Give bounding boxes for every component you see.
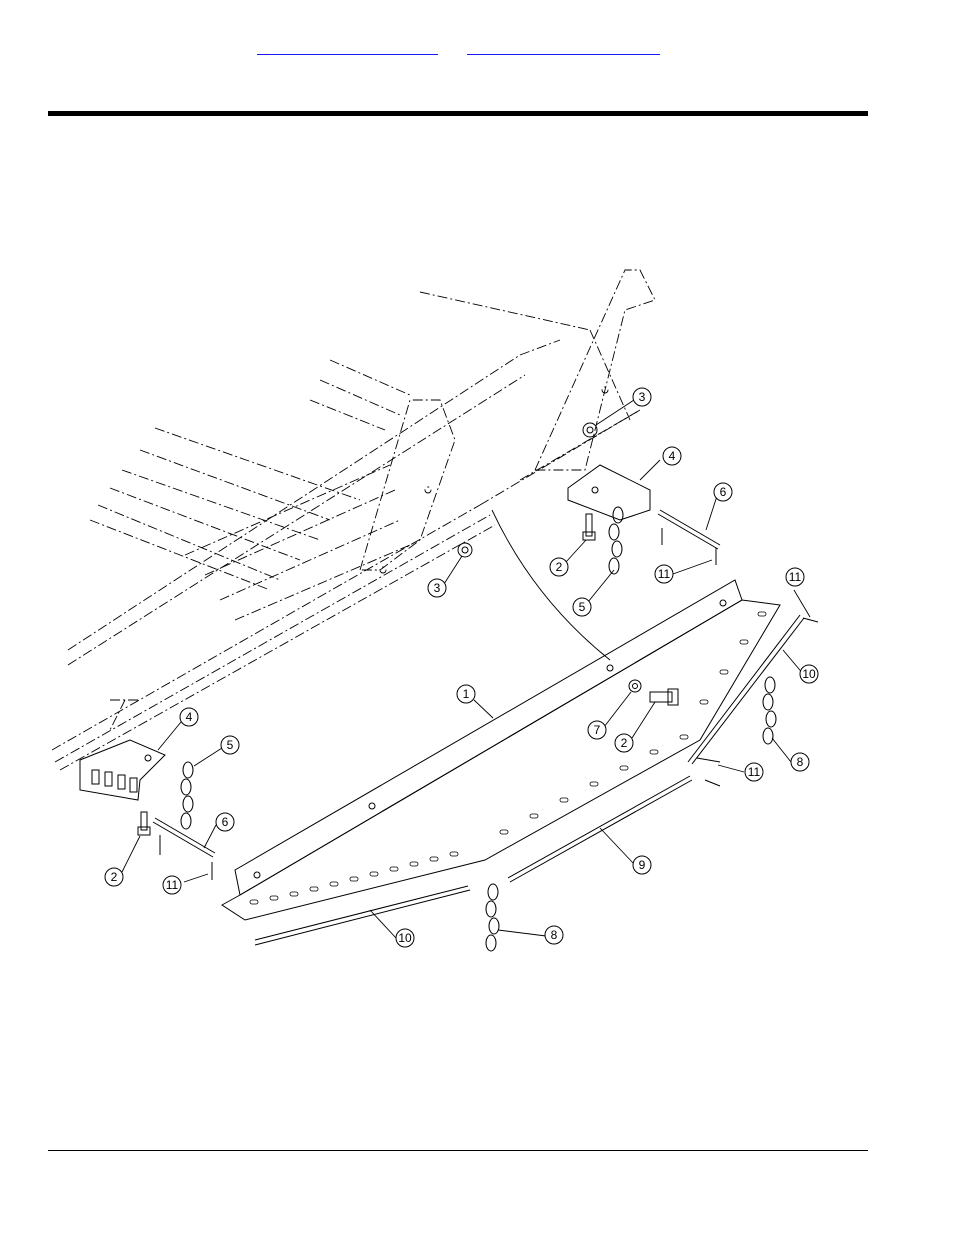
pins-11 — [160, 528, 818, 880]
chain-8-right — [763, 677, 776, 744]
callout-9: 9 — [639, 858, 646, 872]
washer-7 — [629, 680, 641, 692]
callout-8: 8 — [551, 928, 558, 942]
callout-6: 6 — [720, 485, 727, 499]
callout-4: 4 — [669, 449, 676, 463]
rod-10-upper — [688, 615, 804, 764]
callout-3: 3 — [639, 390, 646, 404]
callout-5: 5 — [227, 738, 234, 752]
upright-right — [535, 270, 655, 470]
chain-5-left — [181, 762, 193, 829]
rod-10-lower — [255, 886, 470, 945]
callout-leaders — [122, 400, 810, 938]
callout-7: 7 — [594, 723, 601, 737]
callout-2: 2 — [556, 560, 563, 574]
frame-phantom-lines — [52, 292, 640, 770]
bolt-2-left — [138, 812, 150, 835]
callout-10: 10 — [802, 667, 816, 681]
callout-6: 6 — [222, 815, 229, 829]
footer-rule — [48, 1150, 868, 1151]
callout-10: 10 — [398, 931, 412, 945]
upright-left — [360, 400, 455, 573]
callout-2: 2 — [621, 736, 628, 750]
bracket-4-right — [568, 465, 650, 520]
bolt-2-right — [583, 514, 595, 540]
callout-11: 11 — [658, 567, 671, 581]
callout-8: 8 — [797, 755, 804, 769]
callout-2: 2 — [111, 870, 118, 884]
callout-3: 3 — [434, 581, 441, 595]
callout-11: 11 — [789, 570, 802, 584]
nut-3-center — [458, 543, 472, 557]
rod-9 — [508, 776, 692, 882]
chain-8-lower — [486, 884, 499, 951]
callout-1: 1 — [463, 687, 470, 701]
rod-6-left — [153, 818, 215, 857]
deflector-plate — [222, 580, 780, 920]
callout-11: 11 — [748, 765, 761, 779]
callout-5: 5 — [579, 600, 586, 614]
callout-4: 4 — [186, 710, 193, 724]
bracket-4-left — [80, 740, 165, 800]
callout-11: 11 — [166, 878, 179, 892]
callout-labels: 1 2 2 2 3 3 4 4 5 5 6 6 7 8 8 9 10 10 11… — [111, 390, 816, 945]
